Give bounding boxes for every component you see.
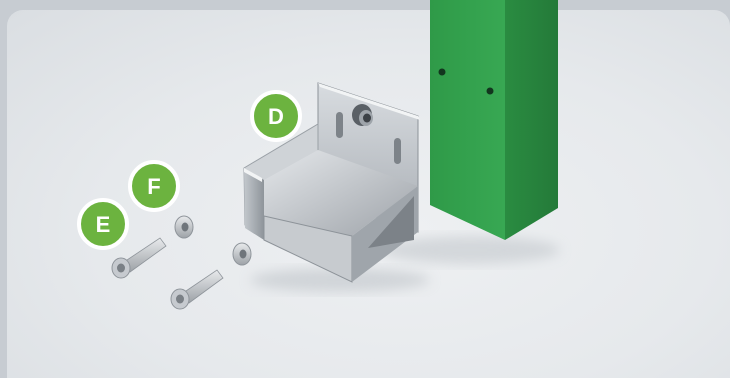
post-hole-right	[487, 88, 494, 95]
label-d-text: D	[268, 104, 284, 129]
washer-lower	[233, 243, 251, 265]
bracket-slot-right	[394, 138, 401, 164]
post-hole-left	[439, 69, 446, 76]
label-badge-f: F	[130, 162, 178, 210]
bolt-upper	[112, 238, 166, 278]
washer-upper	[175, 216, 193, 238]
label-e-text: E	[96, 212, 111, 237]
bracket-slot-left	[336, 112, 343, 138]
green-post	[430, 0, 558, 240]
bolt-lower	[171, 270, 223, 309]
label-f-text: F	[147, 174, 160, 199]
label-badge-d: D	[252, 92, 300, 140]
label-badge-e: E	[79, 200, 127, 248]
